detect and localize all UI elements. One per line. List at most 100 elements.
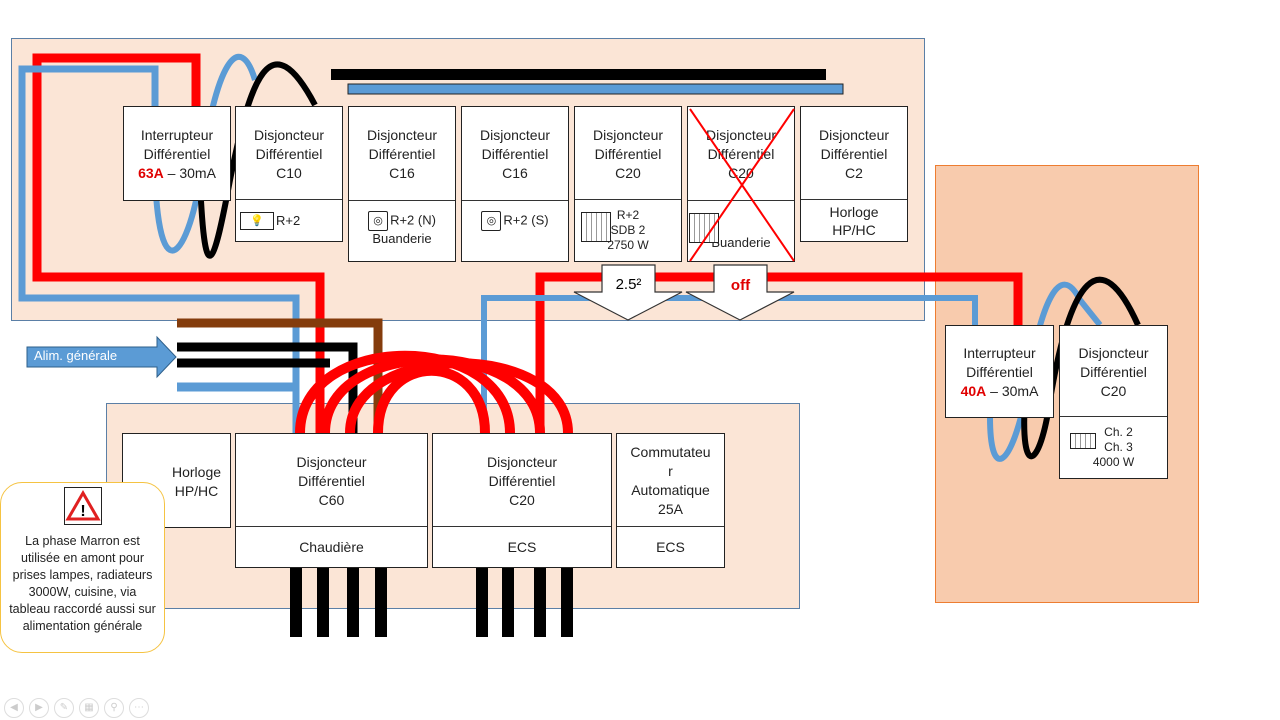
outgoing-cables: [290, 567, 573, 637]
label: r: [668, 463, 673, 479]
rating: C16: [502, 164, 528, 181]
label: Différentiel: [368, 145, 436, 162]
rating: C16: [389, 164, 415, 181]
label: Interrupteur: [963, 345, 1036, 361]
rating: 40A: [960, 383, 987, 399]
sensitivity: – 30mA: [986, 383, 1039, 399]
arrow-label-section: 2.5²: [615, 276, 642, 293]
circuit-label: R+2 (N): [390, 212, 436, 228]
label: Disjoncteur: [705, 126, 777, 143]
arrow-label-off: off: [730, 277, 751, 294]
label: Disjoncteur: [296, 453, 367, 470]
label: Disjoncteur: [253, 126, 325, 143]
rating: C20: [509, 491, 535, 508]
label: Automatique: [631, 482, 710, 498]
label: Disjoncteur: [479, 126, 551, 143]
label: Interrupteur: [140, 127, 214, 143]
pen-icon[interactable]: ✎: [54, 698, 74, 718]
busbar-black: [331, 69, 826, 80]
circuit-label: ECS: [507, 539, 537, 555]
wire-red-loops: [295, 350, 573, 434]
rating: C60: [318, 491, 345, 508]
power-label: 2750 W: [607, 238, 649, 252]
more-options-icon[interactable]: ⋯: [129, 698, 149, 718]
label: Différentiel: [1080, 363, 1147, 380]
circuit-label: Chaudière: [299, 539, 364, 555]
label: Différentiel: [143, 146, 211, 162]
label: Différentiel: [488, 472, 556, 489]
circuit-label: Buanderie: [711, 235, 771, 250]
circuit-label: ECS: [656, 539, 685, 555]
circuit-label: Horloge: [829, 203, 879, 220]
label: Disjoncteur: [486, 453, 558, 470]
socket-icon: ◎: [368, 211, 389, 231]
label: Disjoncteur: [818, 126, 890, 143]
circuit-label: Ch. 3: [1104, 440, 1133, 454]
rating: 25A: [658, 501, 683, 517]
label: Horloge: [171, 463, 222, 480]
label: Commutateu: [630, 444, 711, 460]
circuit-label: R+2: [616, 208, 640, 222]
circuit-label: SDB 2: [610, 223, 646, 237]
note-text: La phase Marron est utilisée en amont po…: [9, 534, 156, 633]
circuit-label: Ch. 2: [1104, 425, 1133, 439]
warning-icon: !: [63, 487, 102, 525]
prev-slide-button[interactable]: ◀: [4, 698, 24, 718]
rating: C2: [845, 164, 863, 181]
wire-blue-c20: [481, 295, 978, 433]
socket-icon: ◎: [481, 211, 502, 231]
cross-out-icon: [689, 108, 795, 262]
label: HP/HC: [174, 482, 219, 499]
rating: C20: [1100, 382, 1127, 399]
zoom-icon[interactable]: ⚲: [104, 698, 124, 718]
feed-arrow: [26, 335, 177, 379]
radiator-icon: [1070, 433, 1096, 449]
label: Différentiel: [966, 364, 1033, 380]
sensitivity: – 30mA: [163, 165, 216, 181]
circuit-label: R+2: [276, 212, 301, 228]
lamp-icon: 💡: [240, 211, 274, 230]
svg-text:!: !: [80, 503, 85, 520]
busbar-blue: [347, 83, 844, 95]
label: Différentiel: [820, 145, 888, 162]
rating: 63A: [138, 165, 164, 181]
wire-red-c20: [535, 272, 1023, 433]
warning-note: ! La phase Marron est utilisée en amont …: [0, 482, 165, 653]
circuit-label: Buanderie: [372, 231, 432, 246]
wire-red-main: [32, 53, 325, 433]
circuit-label: R+2 (S): [503, 212, 549, 228]
rating: C20: [615, 164, 641, 181]
label: Différentiel: [594, 145, 662, 162]
radiator-icon: [689, 213, 719, 243]
next-slide-button[interactable]: ▶: [29, 698, 49, 718]
wire-brown: [177, 318, 383, 433]
label: Différentiel: [481, 145, 549, 162]
label: Disjoncteur: [592, 126, 664, 143]
radiator-icon: [581, 212, 611, 242]
feed-label: Alim. générale: [34, 348, 118, 363]
slides-grid-icon[interactable]: ▦: [79, 698, 99, 718]
label: Disjoncteur: [1078, 344, 1149, 361]
label: Différentiel: [255, 145, 323, 162]
arrow-down-2: [685, 264, 795, 321]
rating: C10: [276, 164, 302, 181]
label: Disjoncteur: [366, 126, 438, 143]
circuit-label: HP/HC: [832, 221, 876, 238]
label: Différentiel: [298, 472, 365, 489]
power-label: 4000 W: [1092, 455, 1135, 469]
arrow-down-1: [573, 264, 683, 321]
